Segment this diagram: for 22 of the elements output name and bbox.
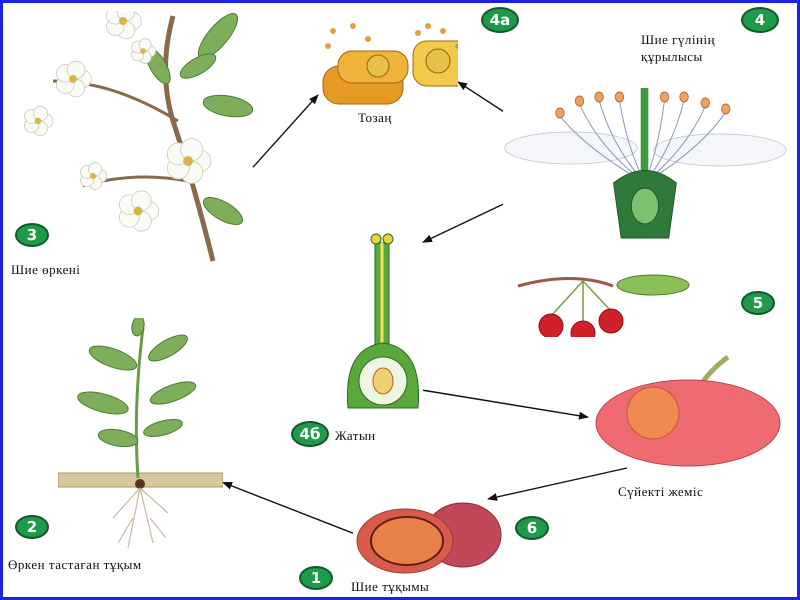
node-label: Шие тұқымы (351, 578, 430, 595)
node-label: Шие өркені (11, 261, 80, 278)
node-label: Өркен тастаған тұқым (8, 556, 142, 573)
arrow (422, 204, 504, 243)
arrow (422, 390, 589, 420)
node-label: Тозаң (358, 109, 392, 126)
node-label: Жатын (335, 427, 376, 444)
branch-drawing (23, 11, 253, 263)
arrow (487, 467, 628, 501)
number-badge: 4б (291, 421, 329, 447)
arrow (252, 94, 319, 168)
number-badge: 6 (515, 516, 549, 540)
number-badge: 2 (15, 515, 49, 539)
arrow (457, 81, 504, 112)
number-badge: 4а (481, 7, 519, 33)
arrow (222, 482, 354, 534)
number-badge: 4 (741, 7, 779, 33)
number-badge: 1 (299, 566, 333, 590)
node-label: Сүйекті жеміс (618, 483, 704, 500)
number-badge: 3 (15, 223, 49, 247)
number-badge: 5 (741, 291, 775, 315)
node-label: Шие гүлінің құрылысы (641, 31, 716, 65)
